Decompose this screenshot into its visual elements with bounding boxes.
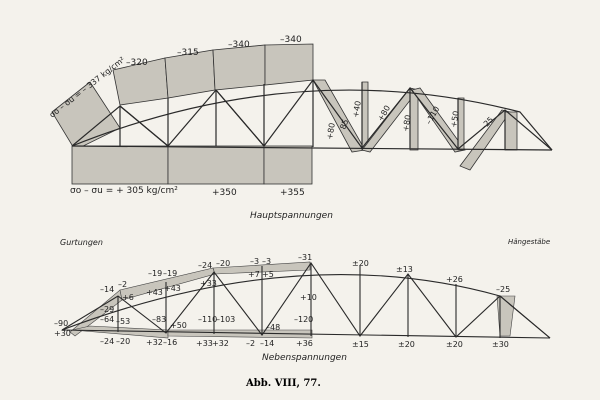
lower-value-6: –16 — [163, 338, 177, 347]
diagonal-value-2: 85 — [338, 118, 350, 131]
upper-value-7: –3 — [250, 257, 259, 266]
lower-value-9: –2 — [246, 339, 255, 348]
upper-value-12: +7 — [248, 270, 260, 279]
upper-value-17: –25 — [496, 285, 510, 294]
lower-value-11: +36 — [296, 339, 313, 348]
bottom-left-label: Gurtungen — [60, 238, 103, 247]
upper-value-14: ±20 — [352, 259, 369, 268]
lower-value-4: –20 — [116, 337, 130, 346]
lower-value-15: ±30 — [492, 340, 509, 349]
lower-value-14: ±20 — [446, 340, 463, 349]
diagonal-value-3: +40 — [351, 100, 363, 118]
lower-value-16: –53 — [116, 317, 130, 326]
lower-value-19: –103 — [216, 315, 235, 324]
upper-value-3: –19 — [148, 269, 162, 278]
upper-value-13: +5 — [262, 270, 274, 279]
upper-value-10: +43 — [146, 288, 163, 297]
lower-value-22: –83 — [152, 315, 166, 324]
lower-value-20: –48 — [266, 323, 280, 332]
upper-value-8: –3 — [262, 257, 271, 266]
lower-value-13: ±20 — [398, 340, 415, 349]
diagonal-value-7: +50 — [449, 110, 461, 128]
lower-value-18: –110 — [198, 315, 217, 324]
upper-value-15: ±13 — [396, 265, 413, 274]
upper-value-1: –14 — [100, 285, 114, 294]
top-truss-diagram — [51, 43, 553, 185]
lower-value-17: +50 — [170, 321, 187, 330]
lower-value-7: +33 — [196, 339, 213, 348]
upper-value-4: –19 — [163, 269, 177, 278]
lower-value-21: –120 — [294, 315, 313, 324]
bottom-diagram-labels: Gurtungen Hängestäbe –14 –2 –19 –19 –24 … — [54, 238, 550, 389]
lower-value-23: –64 — [100, 315, 114, 324]
bottom-chord-value-2: +355 — [280, 188, 305, 198]
top-chord-value-1: –320 — [126, 58, 148, 68]
lower-value-25: +6 — [122, 293, 134, 302]
top-caption: Hauptspannungen — [250, 211, 333, 221]
lower-value-24: –29 — [100, 305, 114, 314]
bottom-formula-label: σo – σu = + 305 kg/cm² — [70, 186, 178, 196]
figure-caption: Abb. VIII, 77. — [245, 378, 321, 389]
upper-value-6: –20 — [216, 259, 230, 268]
bottom-right-label: Hängestäbe — [508, 238, 550, 246]
diagonal-value-1: +80 — [325, 122, 337, 140]
lower-value-27: +10 — [300, 293, 317, 302]
lower-value-26: +33 — [200, 279, 217, 288]
lower-value-2: +30 — [54, 329, 71, 338]
lower-value-5: +32 — [146, 338, 163, 347]
upper-value-16: +26 — [446, 275, 463, 284]
bottom-chord-value-1: +350 — [212, 188, 237, 198]
lower-value-10: –14 — [260, 339, 274, 348]
top-chord-value-2: –315 — [177, 48, 199, 58]
lower-value-8: +32 — [212, 339, 229, 348]
upper-value-5: –24 — [198, 261, 212, 270]
upper-value-11: +43 — [164, 284, 181, 293]
bottom-caption: Nebenspannungen — [262, 353, 347, 363]
lower-value-12: ±15 — [352, 340, 369, 349]
diagonal-value-5: +80 — [401, 114, 413, 132]
upper-value-9: –31 — [298, 253, 312, 262]
lower-value-1: –90 — [54, 319, 68, 328]
upper-value-2: –2 — [118, 280, 127, 289]
lower-value-3: –24 — [100, 337, 114, 346]
top-chord-value-4: –340 — [280, 35, 302, 45]
bottom-truss-diagram — [61, 261, 551, 339]
top-chord-value-3: –340 — [228, 40, 250, 50]
